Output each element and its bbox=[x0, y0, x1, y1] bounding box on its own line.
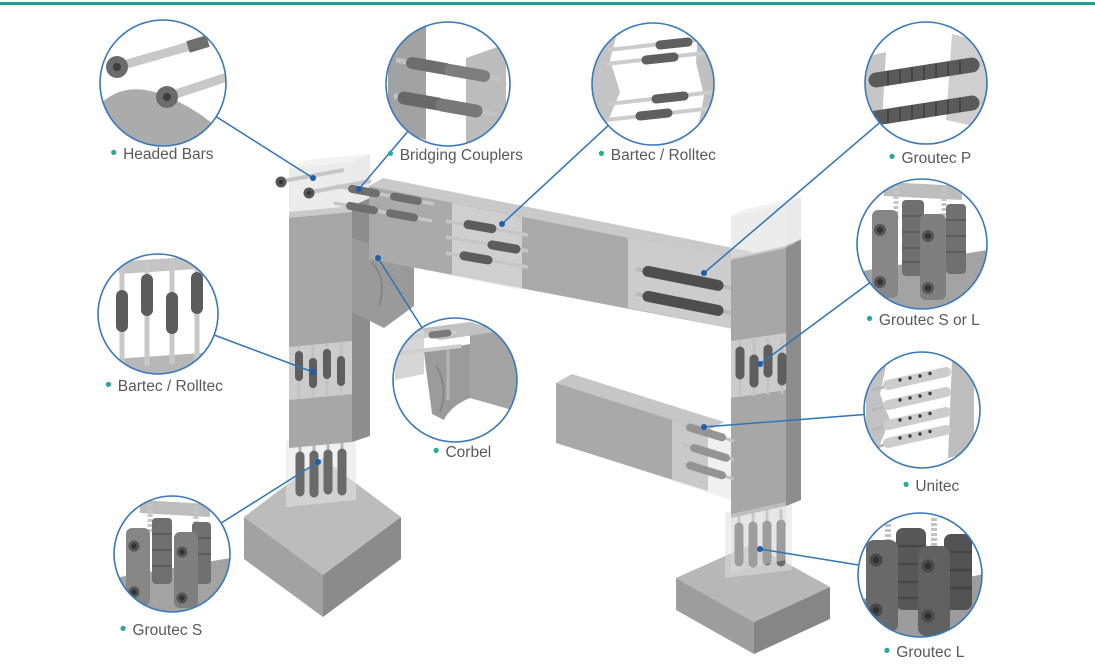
callout-circle-unitec bbox=[863, 351, 981, 469]
unitec-illustration bbox=[866, 360, 974, 458]
leader-dots bbox=[310, 175, 763, 552]
right-column-base-couplers bbox=[725, 504, 792, 578]
callout-label-headed-bars: • Headed Bars bbox=[110, 143, 214, 164]
callout-circle-bartec-rolltec-top bbox=[591, 22, 715, 146]
bullet-icon: • bbox=[110, 143, 118, 164]
bullet-icon: • bbox=[432, 441, 440, 462]
right-footing bbox=[676, 544, 830, 654]
bullet-icon: • bbox=[598, 144, 605, 165]
callout-label-corbel: • Corbel bbox=[432, 441, 492, 462]
bullet-icon: • bbox=[387, 144, 394, 165]
headed-bars-illustration bbox=[100, 35, 226, 146]
callout-label-groutec-l: • Groutec L bbox=[883, 641, 965, 662]
callout-label-text: Headed Bars bbox=[123, 146, 214, 163]
bullet-icon: • bbox=[105, 375, 112, 396]
callout-circle-bartec-rolltec-left bbox=[97, 253, 219, 375]
top-accent-bar bbox=[0, 2, 1095, 5]
bullet-icon: • bbox=[902, 475, 910, 496]
groutec-s-illustration bbox=[114, 500, 230, 612]
callout-circle-groutec-p bbox=[864, 21, 988, 145]
bullet-icon: • bbox=[888, 147, 896, 168]
callout-label-groutec-s-or-l: • Groutec S or L bbox=[866, 309, 980, 330]
right-column bbox=[731, 197, 801, 572]
callout-label-text: Groutec P bbox=[901, 150, 972, 167]
top-beam bbox=[369, 178, 753, 330]
lower-beam bbox=[556, 374, 735, 500]
callout-circle-groutec-s bbox=[113, 495, 231, 613]
callout-label-text: Bridging Couplers bbox=[399, 147, 523, 164]
callout-label-text: Bartec / Rolltec bbox=[610, 147, 716, 164]
callout-label-groutec-s: • Groutec S bbox=[119, 619, 203, 640]
callout-label-text: Bartec / Rolltec bbox=[117, 378, 223, 395]
callout-label-text: Groutec S or L bbox=[878, 312, 980, 329]
left-footing bbox=[244, 458, 401, 617]
callout-label-unitec: • Unitec bbox=[902, 475, 960, 496]
callout-label-text: Groutec S bbox=[132, 622, 203, 639]
callout-label-bridging-couplers: • Bridging Couplers bbox=[387, 144, 523, 165]
frame-illustration bbox=[244, 154, 830, 654]
bridging-couplers-illustration bbox=[388, 26, 506, 146]
callout-circle-bridging-couplers bbox=[385, 21, 511, 147]
callout-circle-corbel bbox=[392, 317, 518, 443]
callout-label-bartec-rolltec-left: • Bartec / Rolltec bbox=[105, 375, 223, 396]
callout-label-text: Unitec bbox=[915, 478, 960, 495]
callout-label-text: Groutec L bbox=[896, 644, 965, 661]
callout-circle-headed-bars bbox=[99, 19, 227, 147]
callout-circle-groutec-l bbox=[857, 512, 983, 638]
bullet-icon: • bbox=[883, 641, 891, 662]
groutec-s-or-l-illustration bbox=[857, 182, 987, 309]
bullet-icon: • bbox=[866, 309, 873, 330]
callout-circle-groutec-s-or-l bbox=[856, 178, 988, 310]
callout-label-groutec-p: • Groutec P bbox=[888, 147, 972, 168]
callout-label-bartec-rolltec-top: • Bartec / Rolltec bbox=[598, 144, 716, 165]
callout-label-text: Corbel bbox=[445, 444, 492, 461]
bullet-icon: • bbox=[119, 619, 127, 640]
groutec-l-illustration bbox=[858, 514, 982, 637]
